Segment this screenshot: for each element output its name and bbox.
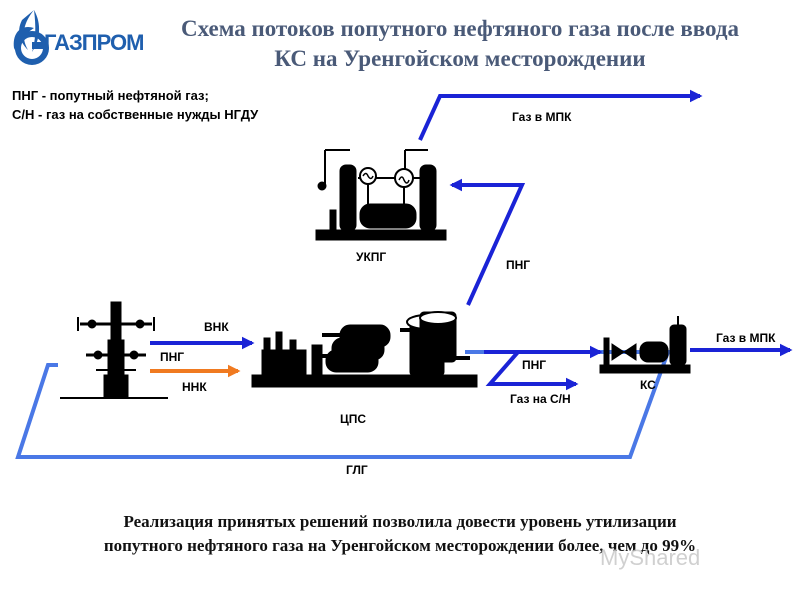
cps-plant-icon [251, 311, 478, 388]
title-line-1: Схема потоков попутного нефтяного газа п… [180, 16, 740, 41]
label-glg: ГЛГ [346, 463, 368, 477]
label-ks: КС [640, 378, 656, 392]
flame-icon [13, 10, 49, 65]
label-png-riser: ПНГ [506, 258, 531, 272]
label-cps: ЦПС [340, 412, 367, 426]
label-ukpg: УКПГ [356, 250, 387, 264]
legend-line-sn: С/Н - газ на собственные нужды НГДУ [12, 107, 259, 122]
label-png-right: ПНГ [522, 358, 547, 372]
gas-to-mpk-top-arrow [418, 89, 703, 141]
label-nnk: ННК [182, 380, 207, 394]
label-gas-to-sn: Газ на С/Н [510, 392, 571, 406]
wellhead-icon [60, 301, 168, 399]
conclusion-text: Реализация принятых решений позволила до… [30, 510, 770, 558]
conclusion-line-2: попутного нефтяного газа на Уренгойском … [103, 536, 697, 555]
conclusion-line-1: Реализация принятых решений позволила до… [123, 512, 677, 531]
ks-compressor-icon [599, 316, 691, 374]
label-gas-to-mpk-right: Газ в МПК [716, 331, 776, 345]
logo-text: ГАЗПРОМ [44, 30, 144, 55]
gas-to-sn-arrow [485, 350, 579, 391]
watermark: MyShared [600, 545, 701, 570]
label-png-well: ПНГ [160, 350, 185, 364]
label-gas-to-mpk-top: Газ в МПК [512, 110, 572, 124]
slide-title: Схема потоков попутного нефтяного газа п… [130, 14, 790, 74]
png-riser-arrow [449, 178, 526, 306]
title-line-2: КС на Уренгойском месторождении [274, 46, 646, 71]
label-vnk: ВНК [204, 320, 229, 334]
gazprom-logo: ГАЗПРОМ [6, 2, 144, 72]
ukpg-plant-icon [315, 149, 447, 241]
abbreviation-legend: ПНГ - попутный нефтяной газ; С/Н - газ н… [12, 86, 258, 124]
legend-line-png: ПНГ - попутный нефтяной газ; [12, 88, 209, 103]
